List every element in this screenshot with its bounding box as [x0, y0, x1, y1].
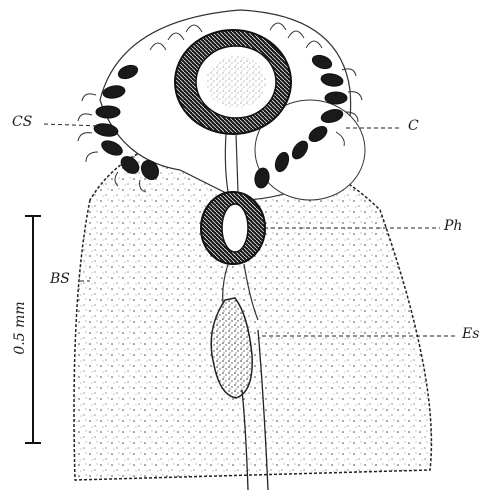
label-c: C	[408, 118, 419, 134]
label-es: Es	[462, 326, 479, 342]
upper-ring-core	[206, 56, 266, 108]
label-ph: Ph	[444, 218, 462, 234]
scale-bar-label: 0.5 mm	[12, 288, 28, 368]
pharynx-ring-inner	[222, 204, 248, 252]
label-bs: BS	[50, 271, 70, 287]
label-cs: CS	[12, 114, 32, 130]
